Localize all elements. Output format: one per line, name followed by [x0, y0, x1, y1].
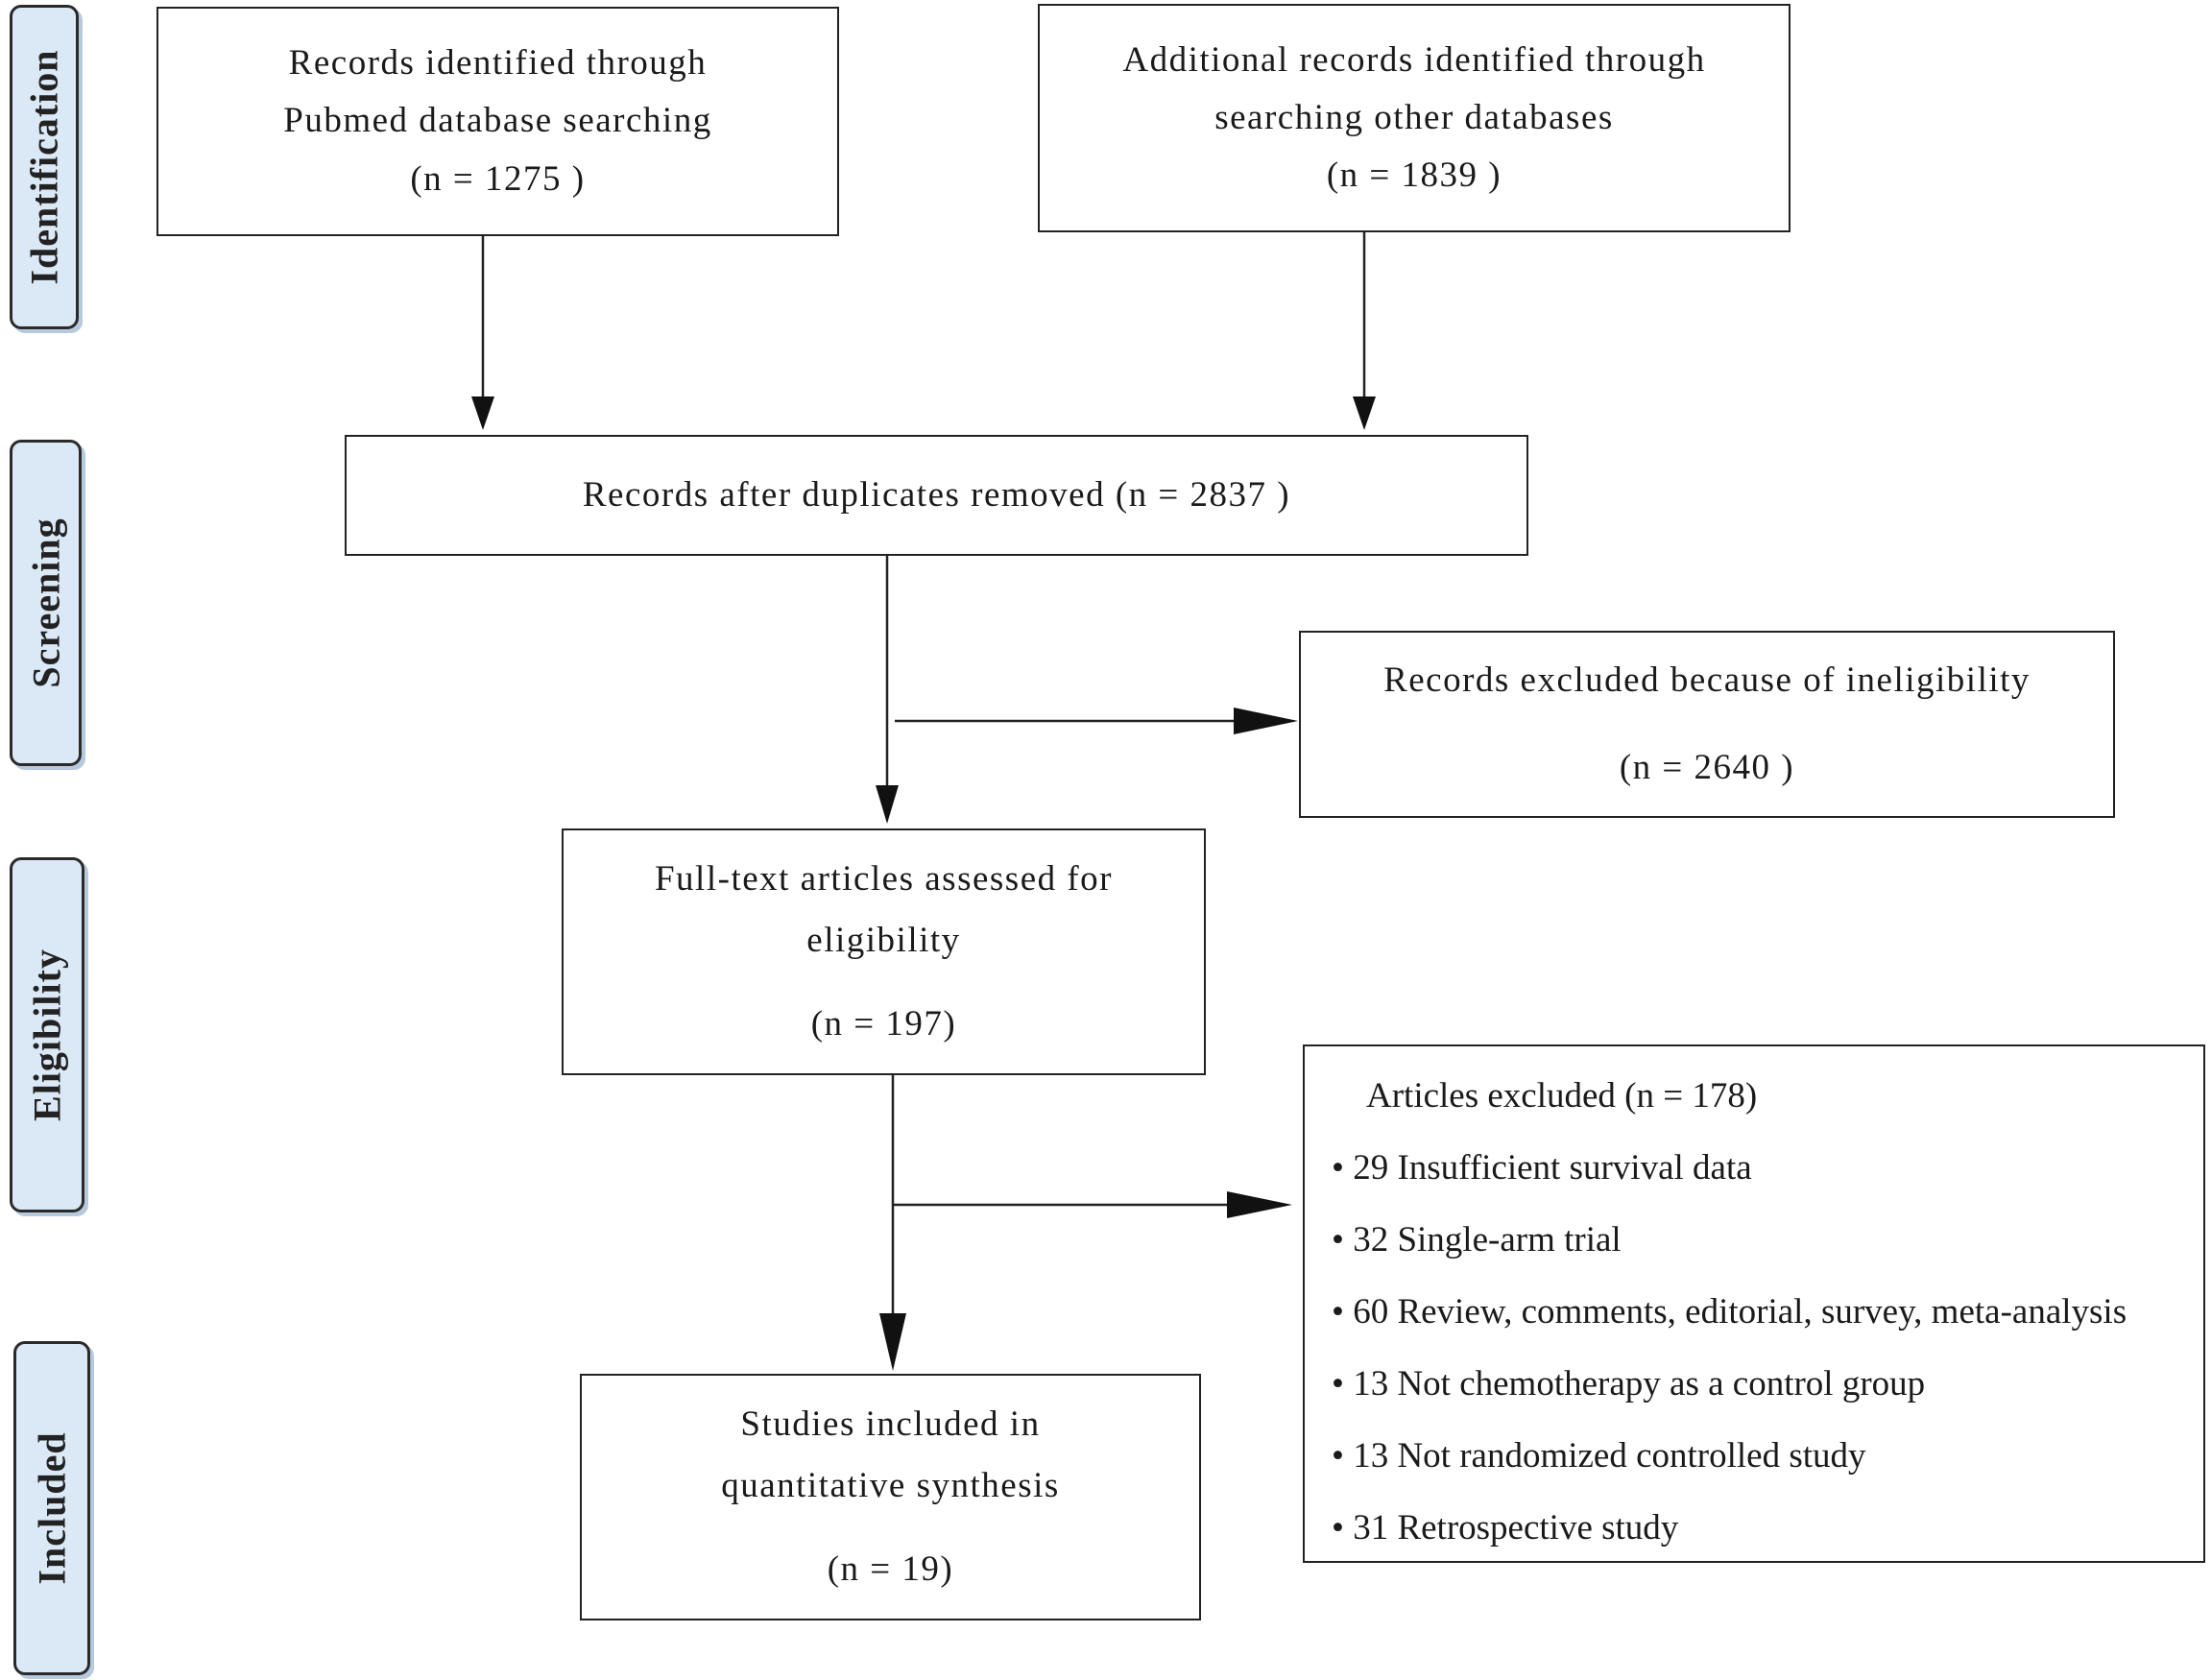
other-line-1: Additional records identified through [1122, 39, 1706, 80]
included-line-2: quantitative synthesis [721, 1466, 1060, 1506]
phase-label-screening: Screening [10, 440, 82, 766]
pubmed-line-1: Records identified through [288, 43, 708, 84]
other-count: (n = 1839 ) [1326, 156, 1502, 196]
fulltext-line-2: eligibility [806, 921, 961, 961]
arrowhead-fulltext [876, 785, 899, 824]
box-duplicates-removed: Records after duplicates removed (n = 28… [345, 435, 1528, 556]
box-other-records: Additional records identified through se… [1038, 4, 1790, 232]
phase-label-eligibility: Eligibility [10, 857, 84, 1212]
phase-label-identification: Identification [10, 5, 79, 329]
other-line-2: searching other databases [1214, 97, 1614, 137]
fulltext-line-1: Full-text articles assessed for [654, 859, 1114, 900]
box-records-excluded: Records excluded because of ineligibilit… [1299, 631, 2115, 818]
box-articles-excluded: Articles excluded (n = 178) • 29 Insuffi… [1303, 1044, 2205, 1563]
included-count: (n = 19) [827, 1548, 954, 1589]
excluded-reason-item: • 60 Review, comments, editorial, survey… [1332, 1292, 2127, 1332]
excluded-reason-item: • 31 Retrospective study [1332, 1508, 1679, 1548]
excluded-reason-item: • 32 Single-arm trial [1332, 1220, 1622, 1260]
excluded-reason-item: • 13 Not chemotherapy as a control group [1332, 1364, 1926, 1404]
pubmed-count: (n = 1275 ) [410, 158, 586, 199]
fulltext-count: (n = 197) [810, 1003, 957, 1044]
arrowhead-other [1353, 396, 1376, 430]
box-studies-included: Studies included in quantitative synthes… [580, 1374, 1201, 1620]
phase-label-included: Included [13, 1341, 90, 1675]
box-fulltext-assessed: Full-text articles assessed for eligibil… [562, 828, 1206, 1075]
arrowhead-excluded [1234, 708, 1298, 734]
excluded-reason-item: • 13 Not randomized controlled study [1332, 1436, 1866, 1476]
box-pubmed-records: Records identified through Pubmed databa… [156, 7, 839, 236]
dedup-text: Records after duplicates removed (n = 28… [582, 474, 1291, 515]
pubmed-line-2: Pubmed database searching [283, 101, 712, 141]
articles-excluded-title: Articles excluded (n = 178) [1366, 1076, 1758, 1116]
excluded-records-count: (n = 2640 ) [1619, 747, 1795, 787]
excluded-reason-item: • 29 Insufficient survival data [1332, 1148, 1752, 1188]
arrowhead-included [879, 1313, 906, 1371]
excluded-records-line-1: Records excluded because of ineligibilit… [1383, 660, 2031, 701]
arrowhead-articles-excluded [1227, 1191, 1292, 1218]
arrowhead-pubmed [471, 396, 494, 430]
included-line-1: Studies included in [740, 1404, 1041, 1445]
